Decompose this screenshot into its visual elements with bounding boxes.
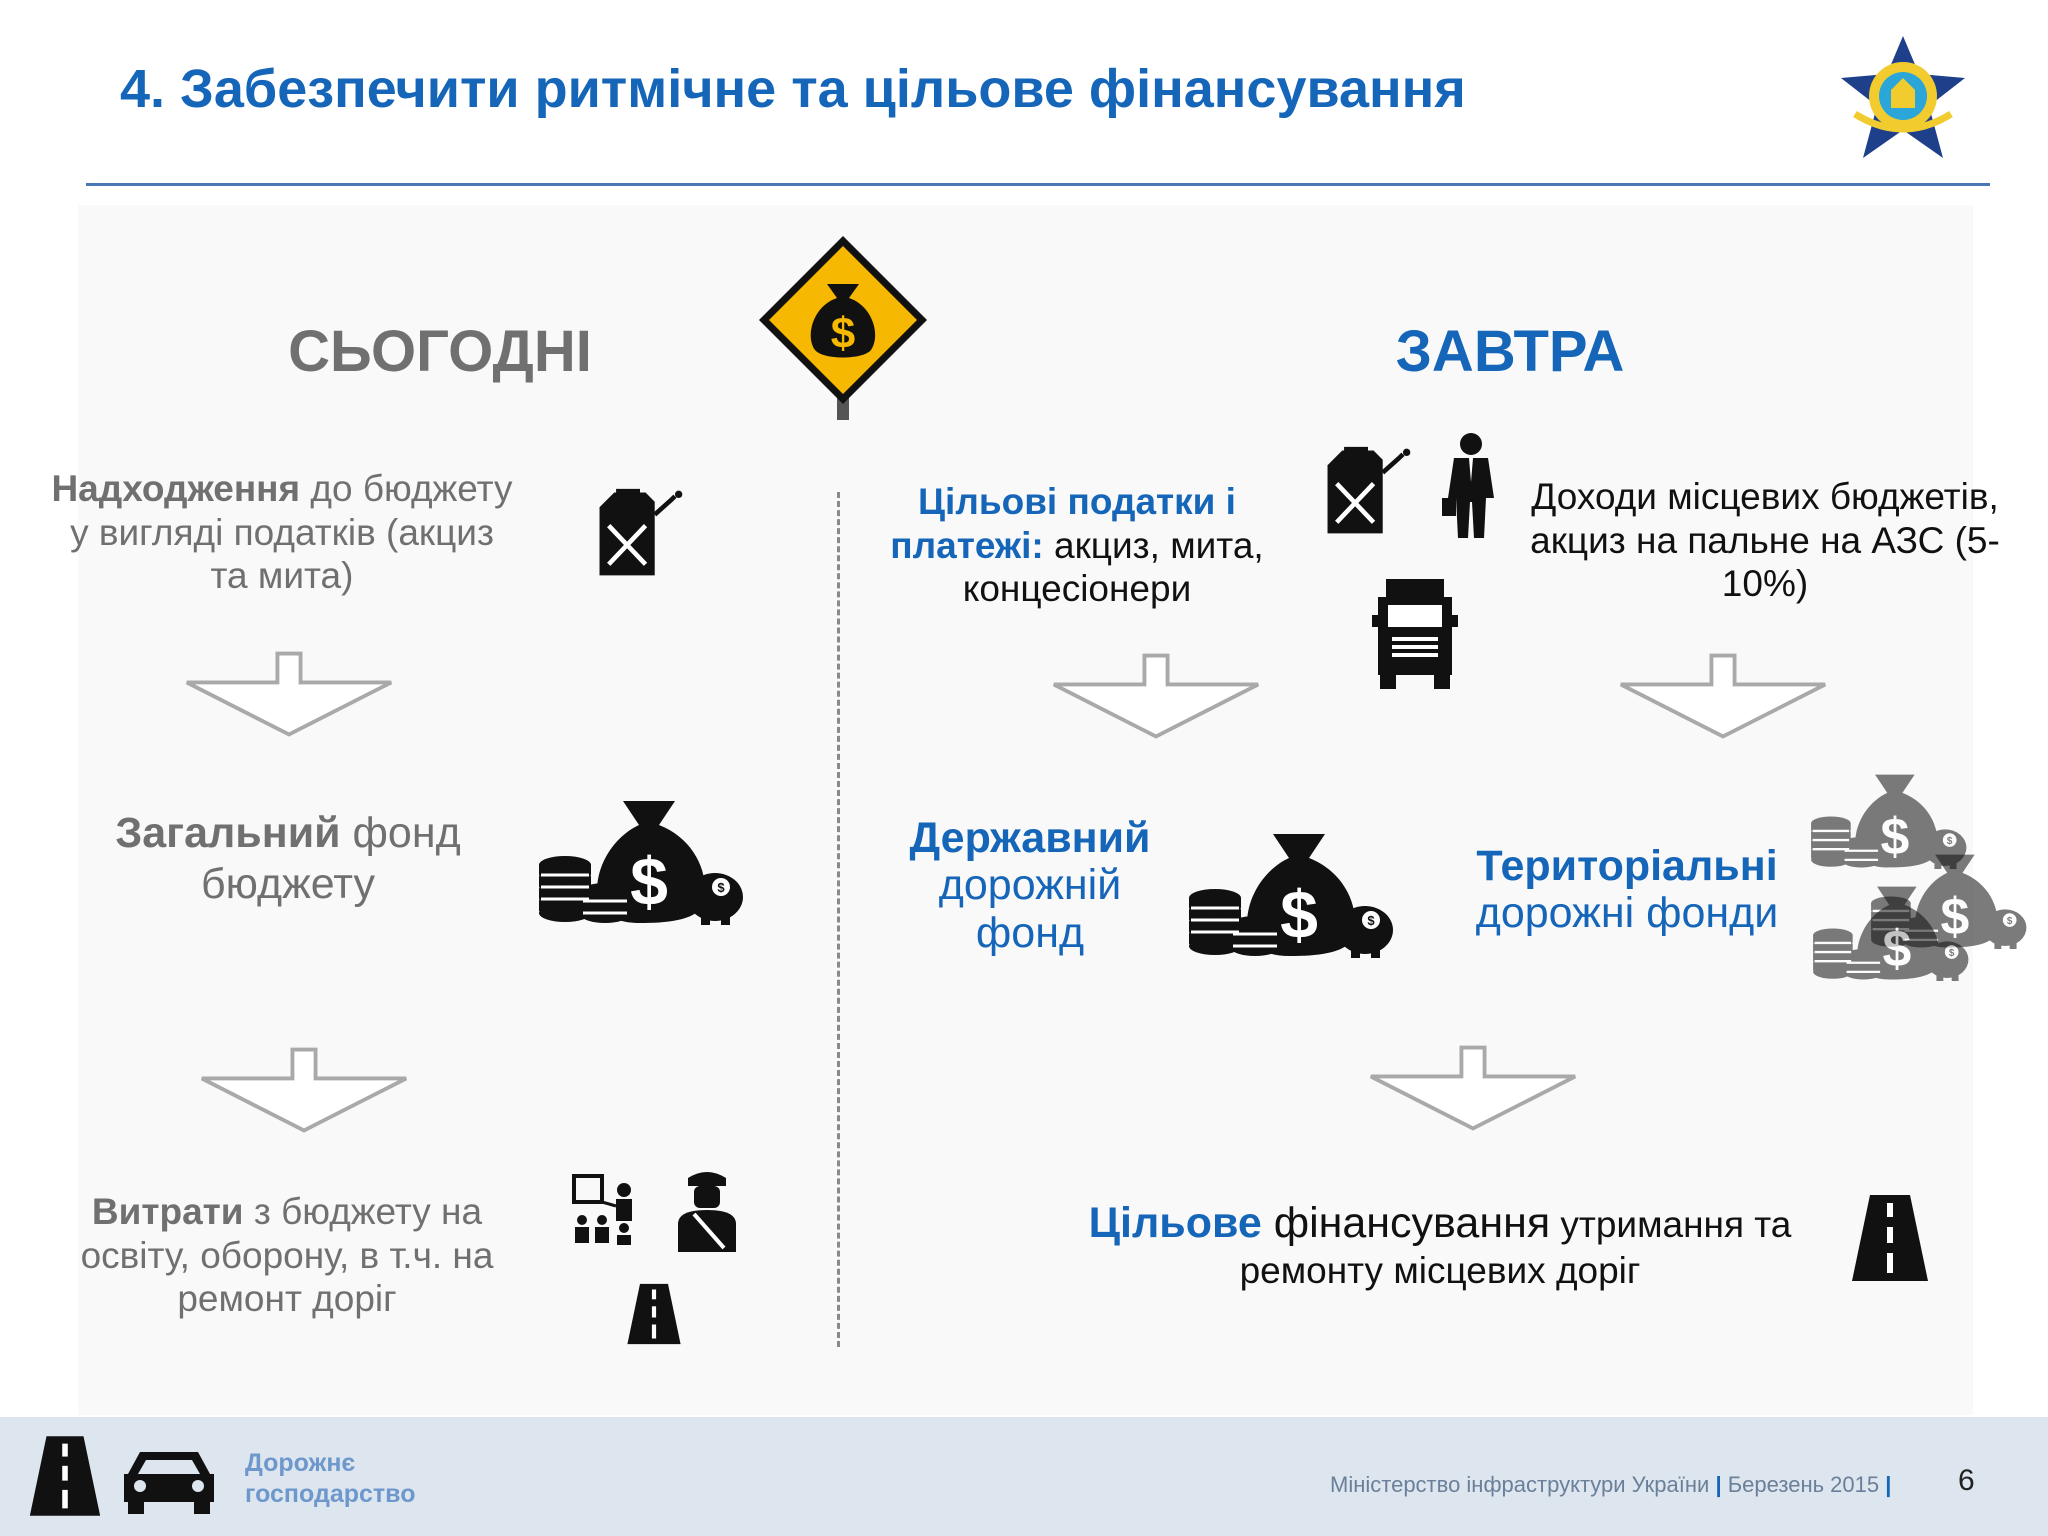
money-savings-icon [535,795,745,925]
tomorrow-targeted-taxes: Цільові податки і платежі: акциз, мита, … [862,480,1292,611]
tomorrow-heading: ЗАВТРА [1395,319,1625,384]
title-divider [86,183,1990,186]
today-step-revenue-bold: Надходження [51,468,301,509]
tomorrow-local-revenues: Доходи місцевих бюджетів, акциз на пальн… [1530,476,2000,605]
down-arrow-tomorrow-right [1617,652,1829,742]
businessman-icon [1440,432,1502,542]
today-step-general-fund-bold: Загальний [115,809,341,857]
territorial-road-funds: Територіальні дорожні фонди [1462,842,1792,938]
targeted-financing-bold: Цільове [1088,1199,1262,1247]
today-heading: СЬОГОДНІ [288,319,592,384]
soldier-icon [674,1168,740,1252]
today-step-expenses: Витрати з бюджету на освіту, оборону, в … [50,1190,524,1321]
down-arrow-tomorrow-left [1050,652,1262,742]
truck-icon [1372,575,1458,689]
money-savings-icon-2 [1185,828,1395,958]
state-road-fund-text: дорожній фонд [938,861,1122,957]
fuel-can-icon [592,487,688,579]
fuel-can-icon-2 [1320,445,1416,537]
money-bag-warning-sign-icon: $ [755,232,931,422]
today-step-general-fund: Загальний фонд бюджету [82,808,494,909]
tomorrow-targeted-taxes-bold: Цільові податки і платежі: [890,481,1236,566]
state-road-fund-bold: Державний [909,814,1151,862]
footer-brand-line2: господарство [245,1480,416,1509]
footer-road-icon [28,1428,102,1524]
targeted-financing-text: утримання та ремонту місцевих доріг [1239,1204,1792,1291]
column-divider [837,492,840,1347]
teacher-icon [570,1172,644,1248]
content-background [78,205,1973,1415]
today-step-revenue: Надходження до бюджету у вигляді податкі… [50,467,514,598]
down-arrow-tomorrow-result [1367,1044,1579,1134]
today-step-revenue-text: до бюджету у вигляді податків (акциз та … [70,468,513,597]
state-road-fund: Державний дорожній фонд [880,814,1180,957]
footer-info: Міністерство інфраструктури України | Бе… [1330,1472,1891,1498]
road-icon [626,1277,682,1351]
footer-date: Березень 2015 [1727,1472,1880,1497]
footer-separator-1: | [1715,1472,1722,1497]
car-icon [122,1444,216,1516]
targeted-financing-result: Цільове фінансування утримання та ремонт… [1040,1198,1840,1292]
down-arrow-today-2 [198,1046,410,1136]
tomorrow-targeted-taxes-text: акциз, мита, концесіонери [962,524,1264,610]
emblem-icon [1835,34,1971,164]
footer-bar [0,1417,2048,1536]
today-step-general-fund-text: фонд бюджету [201,809,461,908]
footer-brand-line1: Дорожнє [245,1449,356,1477]
svg-text:$: $ [831,309,855,358]
targeted-financing-mid: фінансування [1261,1199,1551,1247]
footer-separator-2: | [1885,1472,1892,1497]
slide-title: 4. Забезпечити ритмічне та цільове фінан… [120,59,1466,119]
territorial-road-funds-text: дорожні фонди [1475,889,1779,938]
down-arrow-today-1 [183,650,395,740]
money-savings-icon-territorial-3 [1810,882,1970,981]
page-number: 6 [1958,1464,1975,1497]
footer-ministry: Міністерство інфраструктури України [1330,1472,1710,1497]
footer-brand: Дорожнє господарство [245,1448,415,1511]
road-icon-2 [1850,1186,1930,1290]
territorial-road-funds-bold: Територіальні [1476,842,1778,890]
today-step-expenses-bold: Витрати [91,1191,244,1232]
today-step-expenses-text: з бюджету на освіту, оборону, в т.ч. на … [80,1191,494,1320]
